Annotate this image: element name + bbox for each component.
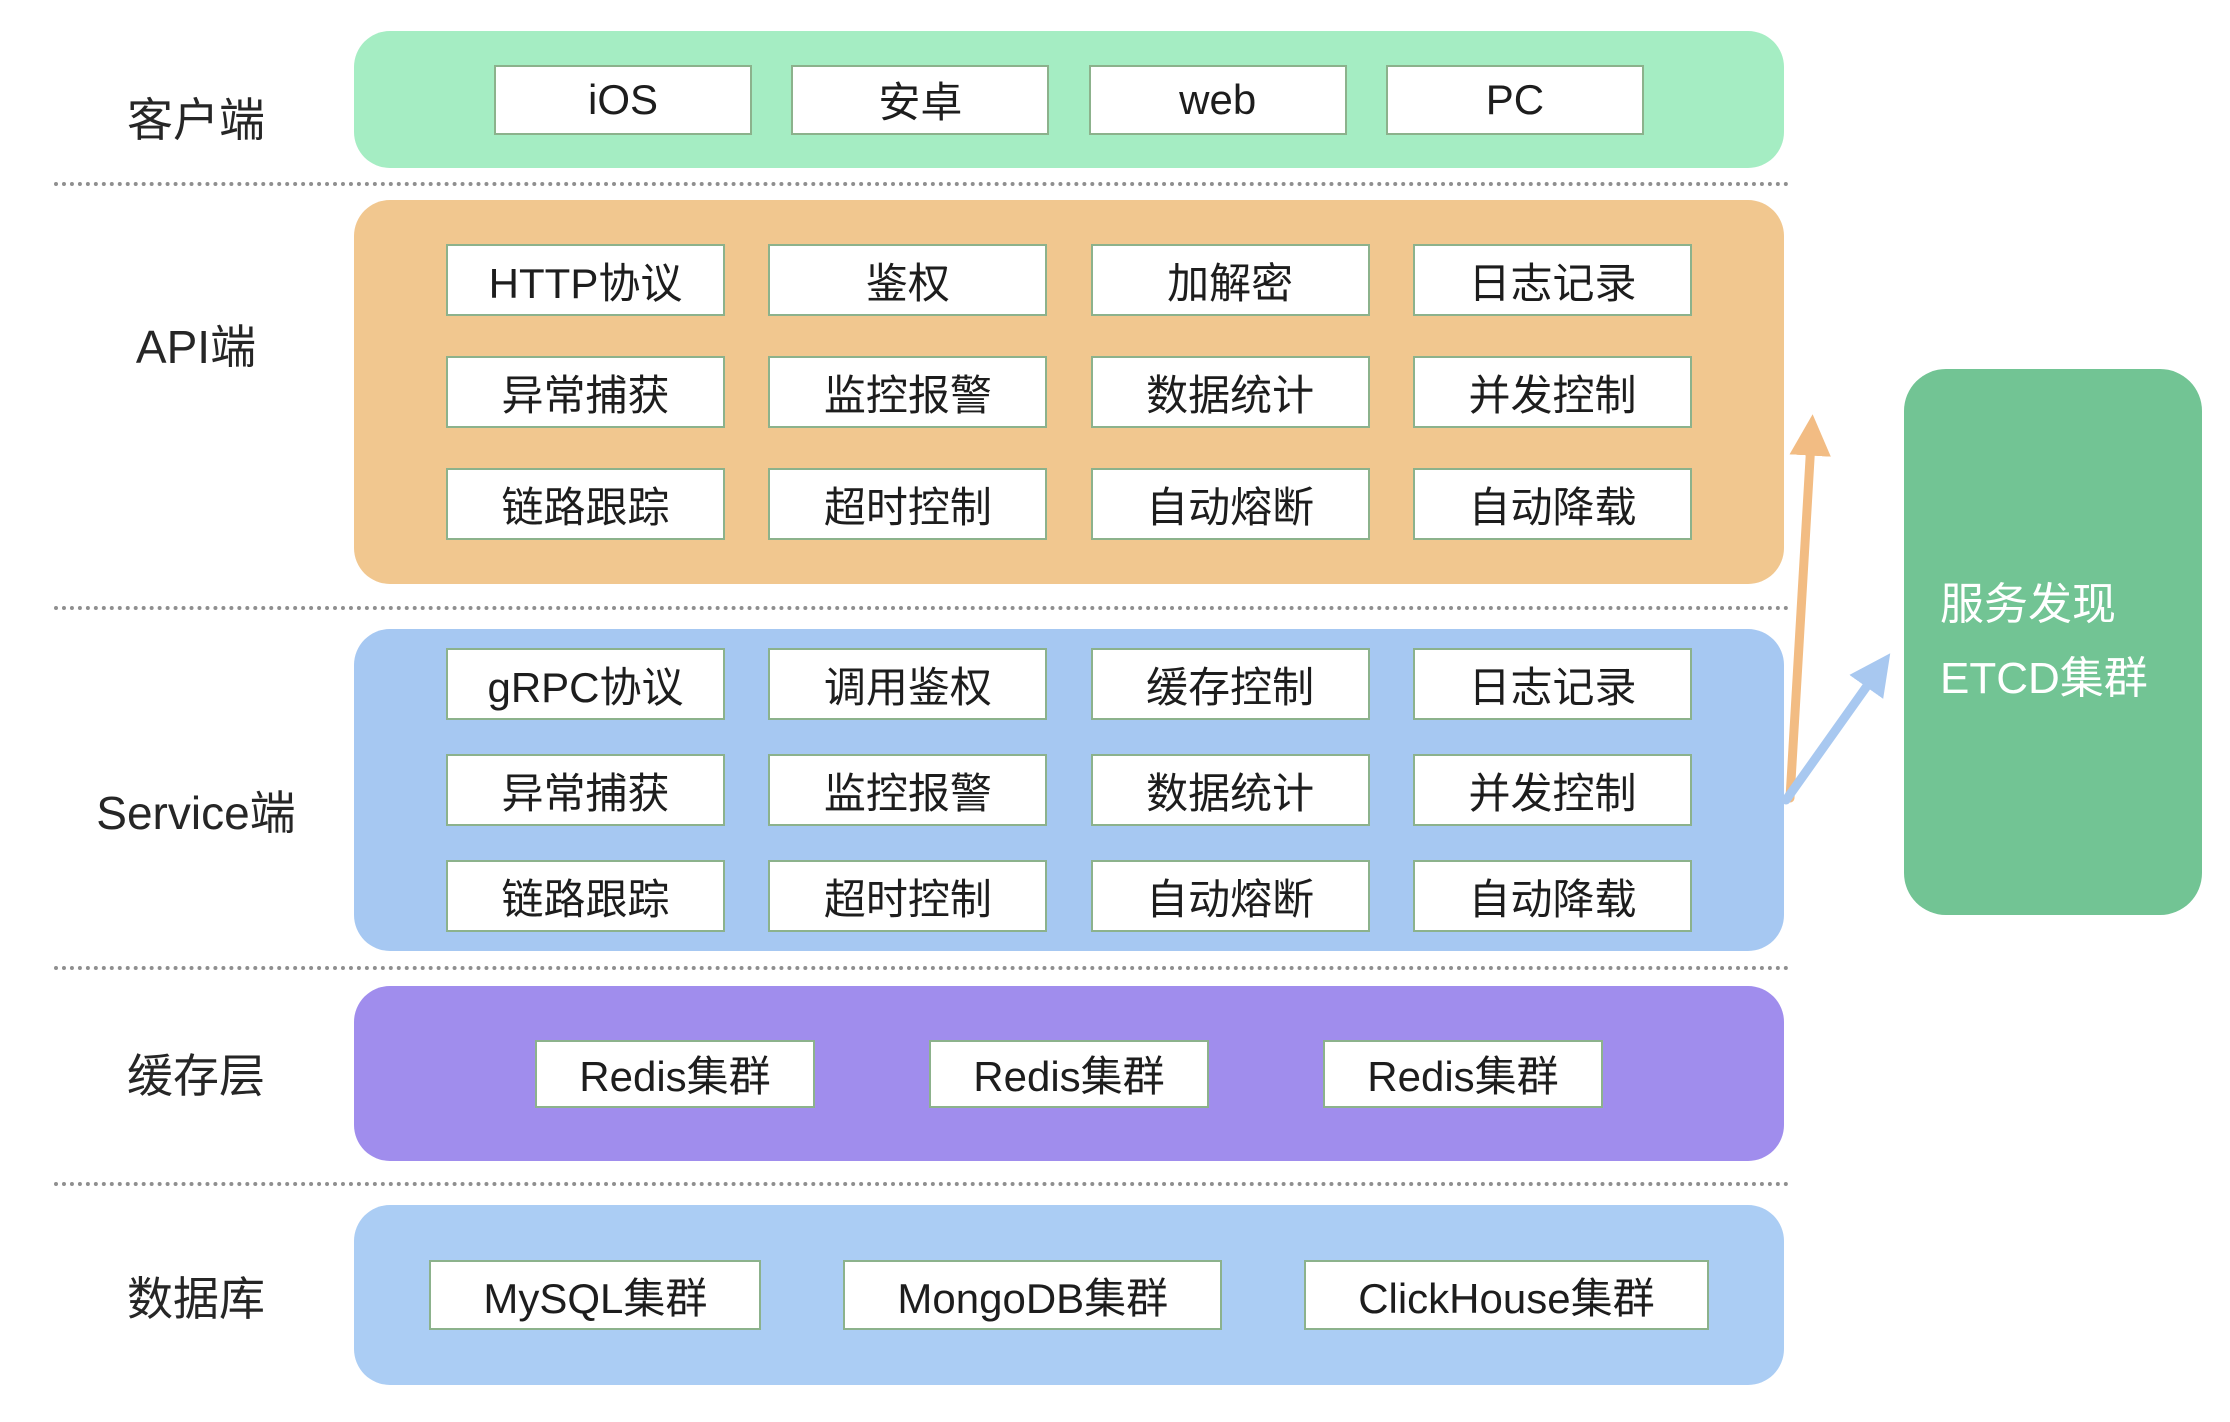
separator-line: [54, 966, 1790, 970]
layer-label-database: 数据库: [127, 1273, 265, 1325]
node-redis-cluster-2: Redis集群: [929, 1039, 1209, 1108]
etcd-box-line2: ETCD集群: [1940, 654, 2148, 703]
node-web: web: [1088, 64, 1347, 135]
service-node-cache-control: 缓存控制: [1090, 648, 1370, 720]
layer-database: MySQL集群 MongoDB集群 ClickHouse集群: [354, 1205, 1784, 1385]
api-node-exception: 异常捕获: [446, 356, 725, 428]
separator-line: [54, 1182, 1790, 1186]
api-node-http-protocol: HTTP协议: [446, 244, 725, 316]
node-ios: iOS: [494, 64, 752, 135]
layer-label-service: Service端: [96, 787, 296, 839]
layer-client: iOS 安卓 web PC: [354, 31, 1784, 168]
arrow-service-to-etcd: [1781, 653, 1891, 805]
layer-cache: Redis集群 Redis集群 Redis集群: [354, 986, 1784, 1161]
etcd-box-line1: 服务发现: [1940, 580, 2116, 629]
service-node-concurrency: 并发控制: [1412, 754, 1692, 826]
etcd-service-discovery-box: 服务发现 ETCD集群: [1904, 369, 2202, 915]
layer-service: gRPC协议 调用鉴权 缓存控制 日志记录 异常捕获 监控报警 数据统计 并发控…: [354, 629, 1784, 951]
node-mysql-cluster: MySQL集群: [429, 1260, 762, 1330]
layer-label-api: API端: [135, 321, 257, 373]
node-redis-cluster-1: Redis集群: [535, 1039, 815, 1108]
service-node-stats: 数据统计: [1090, 754, 1370, 826]
service-node-monitor-alert: 监控报警: [768, 754, 1048, 826]
api-node-logging: 日志记录: [1412, 244, 1692, 316]
api-node-encryption: 加解密: [1090, 244, 1370, 316]
api-node-concurrency: 并发控制: [1412, 356, 1692, 428]
service-node-exception: 异常捕获: [446, 754, 725, 826]
node-redis-cluster-3: Redis集群: [1323, 1039, 1603, 1108]
node-clickhouse-cluster: ClickHouse集群: [1304, 1260, 1709, 1330]
service-node-grpc-protocol: gRPC协议: [446, 648, 725, 720]
node-android: 安卓: [791, 64, 1050, 135]
service-node-circuit-breaker: 自动熔断: [1090, 860, 1370, 932]
separator-line: [54, 606, 1790, 610]
layer-label-cache: 缓存层: [127, 1050, 265, 1102]
api-node-circuit-breaker: 自动熔断: [1090, 468, 1370, 540]
service-node-logging: 日志记录: [1412, 648, 1692, 720]
api-node-timeout: 超时控制: [768, 468, 1048, 540]
node-mongodb-cluster: MongoDB集群: [843, 1260, 1223, 1330]
layer-label-client: 客户端: [127, 94, 265, 146]
api-node-stats: 数据统计: [1090, 356, 1370, 428]
api-node-monitor-alert: 监控报警: [768, 356, 1048, 428]
layer-api: HTTP协议 鉴权 加解密 日志记录 异常捕获 监控报警 数据统计 并发控制 链…: [354, 200, 1784, 584]
separator-line: [54, 182, 1790, 186]
service-node-timeout: 超时控制: [768, 860, 1048, 932]
service-node-call-auth: 调用鉴权: [768, 648, 1048, 720]
arrow-service-to-api: [1785, 414, 1831, 803]
api-node-load-shedding: 自动降载: [1412, 468, 1692, 540]
service-node-load-shedding: 自动降载: [1412, 860, 1692, 932]
service-node-tracing: 链路跟踪: [446, 860, 725, 932]
api-node-auth: 鉴权: [768, 244, 1048, 316]
api-node-tracing: 链路跟踪: [446, 468, 725, 540]
node-pc: PC: [1385, 64, 1644, 135]
